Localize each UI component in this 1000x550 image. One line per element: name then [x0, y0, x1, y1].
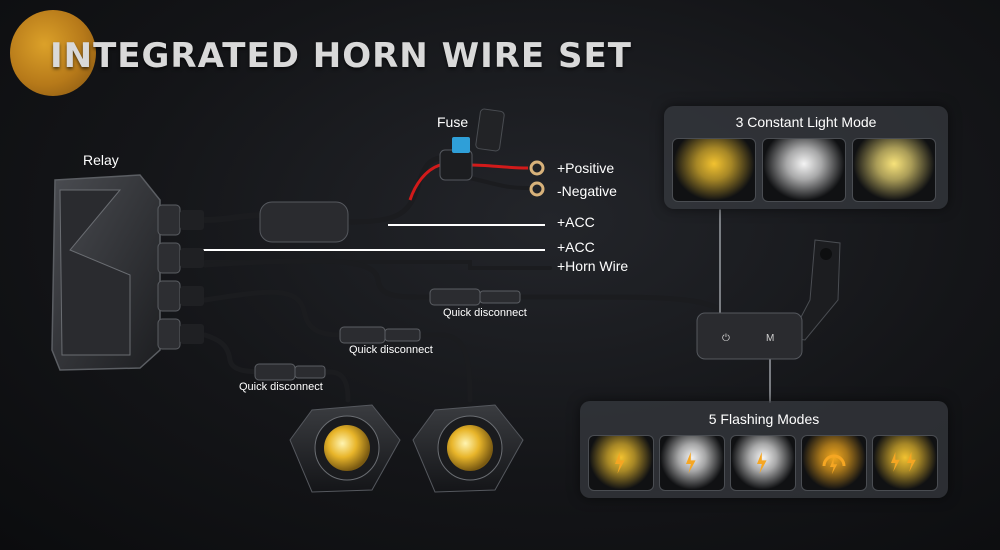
positive-label: +Positive — [557, 160, 615, 176]
cycle-arrows-icon — [822, 454, 846, 475]
flashing-modes-panel-title: 5 Flashing Modes — [708, 411, 820, 427]
wire-harness-to-fuse — [342, 155, 443, 225]
constant-light-panel-title: 3 Constant Light Mode — [735, 114, 877, 130]
controller-power-symbol: ⏻ — [722, 333, 730, 344]
page-title: INTEGRATED HORN WIRE SET — [50, 36, 632, 76]
wire-bundle — [202, 155, 771, 403]
quick-disconnect-plugs — [254, 288, 521, 381]
fog-lamp-right — [412, 404, 524, 493]
constant-mode-thumb-3 — [852, 138, 936, 202]
constant-mode-thumb-2 — [762, 138, 846, 202]
flashing-mode-thumb-5 — [872, 435, 938, 491]
relay-box — [51, 174, 204, 371]
lightning-icon — [757, 452, 767, 474]
acc-label: +ACC — [557, 214, 595, 230]
constant-mode-glow-1 — [673, 139, 755, 201]
title-orb — [10, 10, 96, 96]
lightning-icon — [615, 452, 625, 474]
fuse-holder — [439, 108, 505, 181]
flashing-modes-panel: 5 Flashing Modes — [580, 401, 948, 498]
ring-terminals — [529, 160, 545, 197]
flashing-mode-glow-5 — [873, 436, 937, 490]
fog-lamp-left — [289, 404, 401, 493]
quick-disconnect-label-left-lamp: Quick disconnect — [239, 381, 323, 393]
controller-mode-letter: M — [766, 333, 774, 344]
wire-fuse-negative — [468, 176, 530, 190]
constant-mode-thumb-1 — [672, 138, 756, 202]
constant-mode-glow-3 — [853, 139, 935, 201]
negative-label: -Negative — [557, 183, 617, 199]
double-lightning-icon — [891, 452, 916, 472]
flashing-mode-thumb-3 — [730, 435, 796, 491]
fuse-label: Fuse — [437, 114, 469, 130]
acc-horn-label-line1: +ACC — [557, 239, 595, 255]
constant-light-panel: 3 Constant Light Mode — [664, 106, 948, 209]
lightning-icon — [686, 452, 696, 474]
flashing-mode-glow-4 — [802, 436, 866, 490]
flashing-mode-thumb-2 — [659, 435, 725, 491]
handlebar-controller: ⏻ M — [696, 239, 841, 360]
pointer-lines — [200, 224, 545, 251]
acc-horn-label-line2: +Horn Wire — [557, 258, 629, 274]
wire-to-left-lamp — [202, 332, 351, 403]
harness-module — [259, 201, 349, 243]
wire-to-right-lamp — [202, 289, 473, 403]
quick-disconnect-label-controller: Quick disconnect — [443, 307, 527, 319]
title-banner: INTEGRATED HORN WIRE SET — [0, 0, 1000, 110]
quick-disconnect-label-right-lamp: Quick disconnect — [349, 344, 433, 356]
flashing-mode-thumb-4 — [801, 435, 867, 491]
red-wire-positive — [408, 163, 529, 201]
relay-label: Relay — [83, 152, 119, 168]
wire-to-controller — [202, 258, 723, 313]
flashing-mode-thumb-1 — [588, 435, 654, 491]
constant-mode-glow-2 — [763, 139, 845, 201]
wire-main-to-fuse — [202, 212, 268, 223]
